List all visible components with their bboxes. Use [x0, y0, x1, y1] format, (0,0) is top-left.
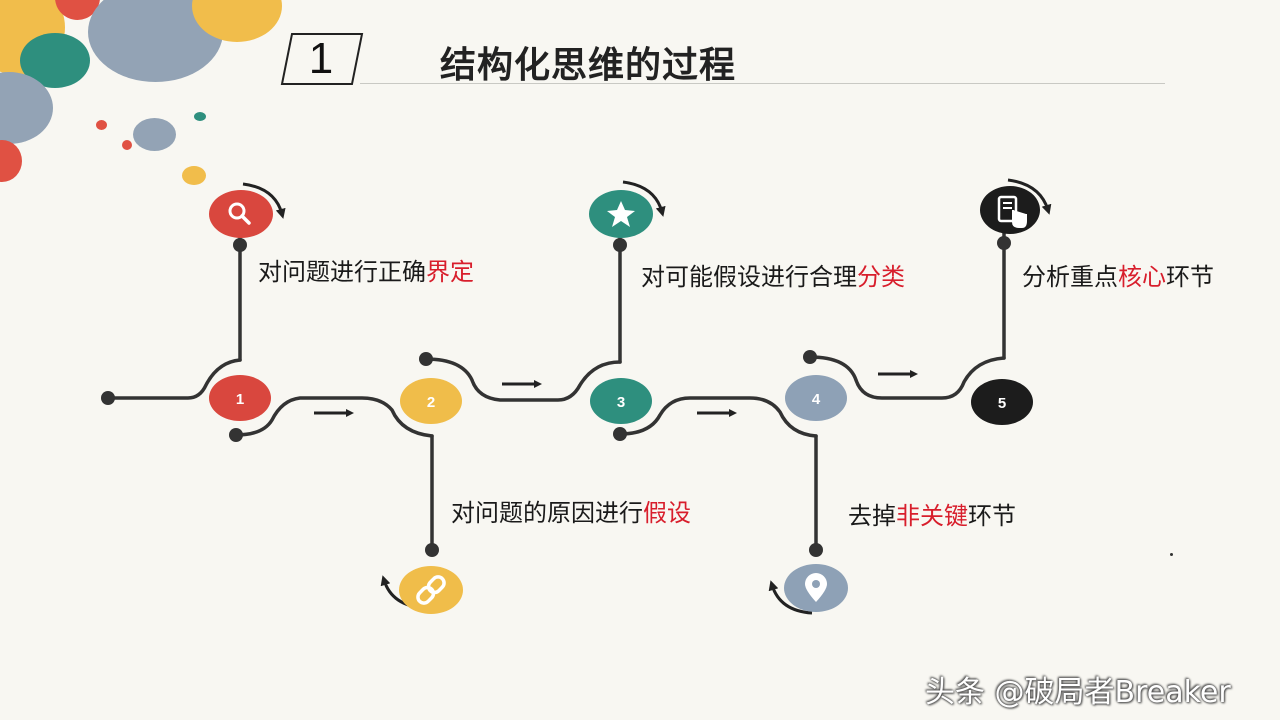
watermark: 头条 @破局者Breaker — [925, 675, 1231, 710]
page-title: 结构化思维的过程 — [440, 45, 737, 86]
label-text: 对问题进行正确 — [258, 258, 426, 286]
search-icon — [209, 190, 273, 238]
node-1: 1 — [209, 375, 271, 421]
node-number: 1 — [236, 391, 244, 408]
label-text: 对问题的原因进行 — [451, 499, 643, 527]
decor-bubble — [0, 140, 22, 182]
decor-bubble — [194, 112, 206, 121]
node-number: 2 — [427, 394, 435, 411]
section-number: 1 — [308, 34, 334, 83]
label-highlight: 分类 — [857, 263, 905, 291]
step-label-1: 对问题进行正确界定 — [258, 252, 474, 287]
node-number: 4 — [812, 391, 821, 408]
decor-bubble — [55, 0, 100, 20]
link-icon — [399, 566, 463, 614]
title-divider — [360, 83, 1165, 84]
node-number: 3 — [617, 394, 625, 411]
label-highlight: 假设 — [643, 499, 691, 527]
decor-bubble — [96, 120, 107, 130]
title-number-frame — [280, 33, 364, 85]
node-2: 2 — [400, 378, 462, 424]
node-4: 4 — [785, 375, 847, 421]
step-label-4: 去掉非关键环节 — [848, 496, 1016, 531]
label-text: 环节 — [968, 502, 1016, 530]
step-label-2: 对问题的原因进行假设 — [451, 493, 691, 528]
decor-bubble — [182, 166, 206, 185]
label-text: 分析重点 — [1022, 263, 1118, 291]
direction-arrows — [314, 370, 918, 417]
tap-document-icon — [980, 186, 1040, 234]
node-5: 5 — [971, 379, 1033, 425]
flow-endpoints — [101, 236, 1011, 557]
label-highlight: 非关键 — [896, 502, 968, 530]
label-highlight: 界定 — [426, 258, 474, 286]
decor-bubble — [122, 140, 132, 150]
location-pin-icon — [784, 564, 848, 612]
star-icon — [589, 190, 653, 238]
label-text: 对可能假设进行合理 — [641, 263, 857, 291]
decor-bubble — [133, 118, 176, 151]
step-label-5: 分析重点核心环节 — [1022, 257, 1214, 292]
node-number: 5 — [998, 395, 1006, 412]
stray-dot — [1170, 553, 1173, 556]
label-text: 环节 — [1166, 263, 1214, 291]
label-text: 去掉 — [848, 502, 896, 530]
label-highlight: 核心 — [1118, 263, 1166, 291]
node-3: 3 — [590, 378, 652, 424]
step-label-3: 对可能假设进行合理分类 — [641, 257, 905, 292]
